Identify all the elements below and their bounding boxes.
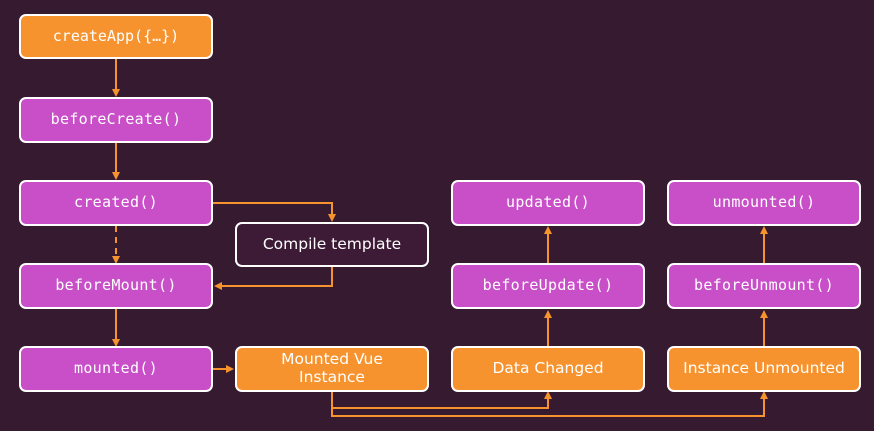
node-before-unmount: beforeUnmount() <box>667 263 861 309</box>
node-compile-template: Compile template <box>235 222 429 267</box>
node-before-update: beforeUpdate() <box>451 263 645 309</box>
arrow-instance-to-unmounted <box>331 391 768 417</box>
node-created: created() <box>19 180 213 226</box>
node-before-mount: beforeMount() <box>19 263 213 309</box>
node-create-app: createApp({…}) <box>19 14 213 59</box>
node-mounted: mounted() <box>19 346 213 392</box>
node-instance-unmounted: Instance Unmounted <box>667 346 861 392</box>
node-data-changed: Data Changed <box>451 346 645 392</box>
arrow-instance-to-datachanged <box>331 391 552 409</box>
arrow-created-to-compile <box>213 202 336 222</box>
node-unmounted: unmounted() <box>667 180 861 226</box>
node-mounted-vue-instance: Mounted Vue Instance <box>235 346 429 392</box>
arrow-compile-to-beforemount <box>214 267 333 290</box>
node-before-create: beforeCreate() <box>19 97 213 143</box>
node-updated: updated() <box>451 180 645 226</box>
